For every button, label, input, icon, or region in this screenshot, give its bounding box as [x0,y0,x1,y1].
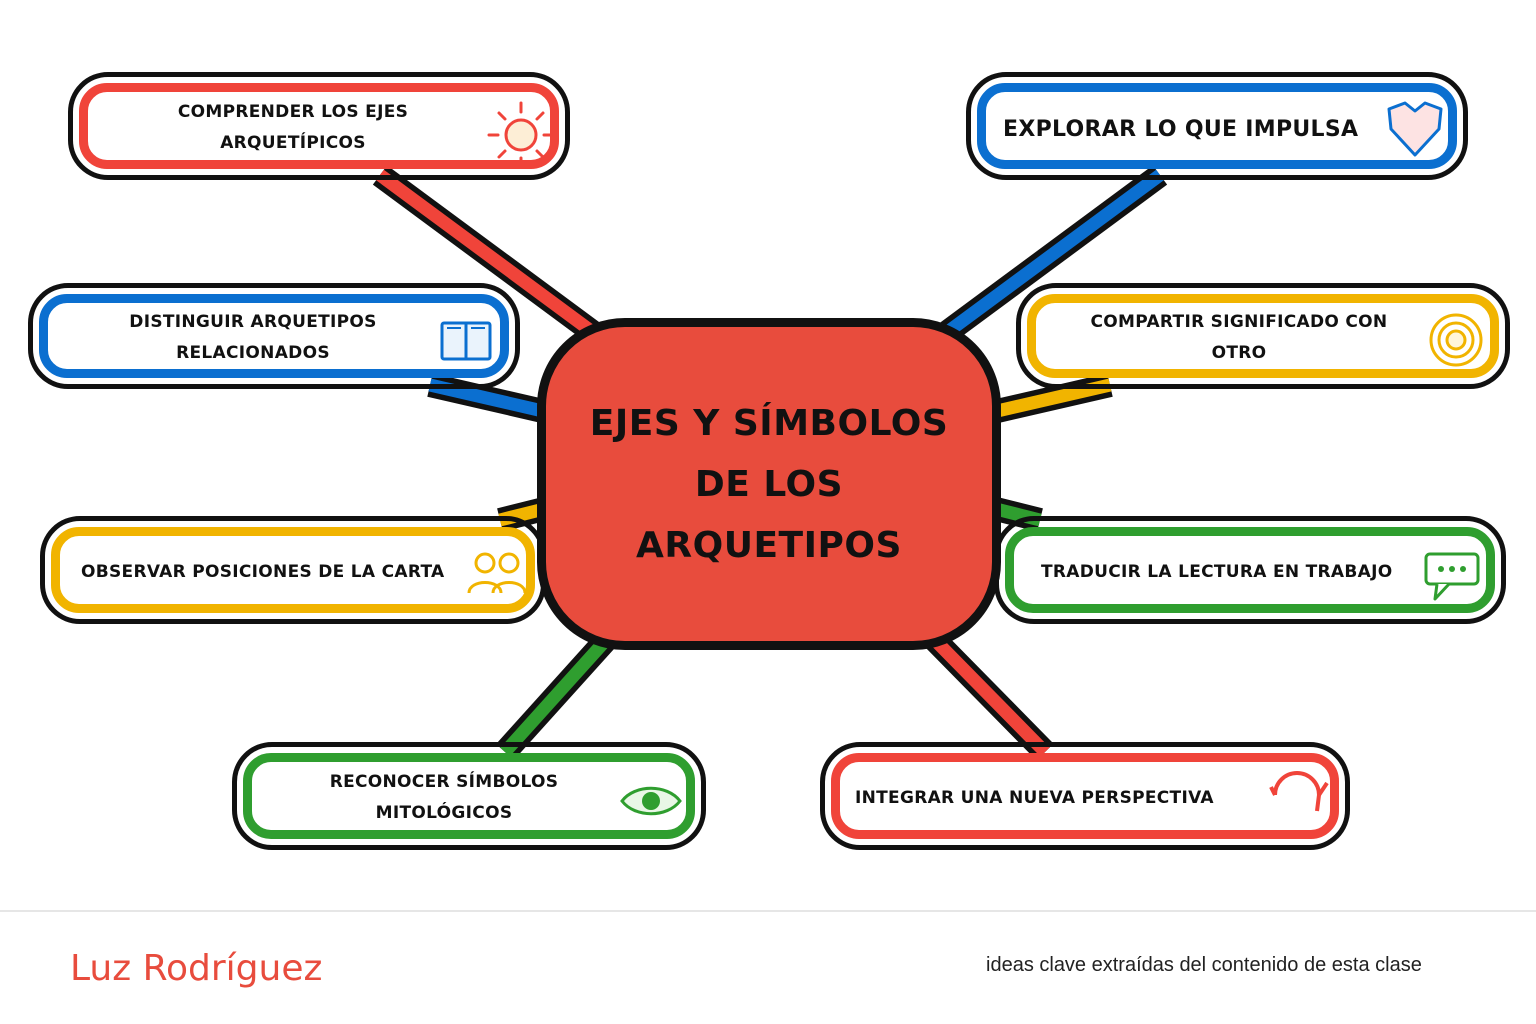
footer-tagline: ideas clave extraídas del contenido de e… [986,954,1422,976]
node-traducir-lectura: TRADUCIR LA LECTURA EN TRABAJO [994,516,1506,624]
node-label: TRADUCIR LA LECTURA EN TRABAJO [1041,562,1393,582]
author-name: Luz Rodríguez [70,948,323,989]
node-label: EXPLORAR LO QUE IMPULSA [1003,117,1359,142]
target-icon [1429,313,1483,367]
eye-icon [620,786,682,816]
footer-divider [0,910,1536,912]
node-label: DISTINGUIR ARQUETIPOS RELACIONADOS [129,312,377,363]
node-compartir-significado: COMPARTIR SIGNIFICADO CON OTRO [1016,283,1510,389]
sun-icon [487,101,555,169]
refresh-icon [1269,771,1329,812]
people-icon [467,552,527,594]
node-label: INTEGRAR UNA NUEVA PERSPECTIVA [855,788,1214,808]
node-reconocer-simbolos: RECONOCER SÍMBOLOS MITOLÓGICOS [232,742,706,850]
book-icon [440,321,492,361]
node-comprender-ejes: COMPRENDER LOS EJES ARQUETÍPICOS [68,72,570,180]
heart-icon [1387,101,1443,157]
central-topic-title: EJES Y SÍMBOLOS DE LOS ARQUETIPOS [589,402,949,566]
node-integrar-perspectiva: INTEGRAR UNA NUEVA PERSPECTIVA [820,742,1350,850]
node-observar-posiciones: OBSERVAR POSICIONES DE LA CARTA [40,516,546,624]
central-topic-node: EJES Y SÍMBOLOS DE LOS ARQUETIPOS [537,318,1001,650]
node-label: RECONOCER SÍMBOLOS MITOLÓGICOS [329,772,559,823]
node-explorar-impulsa: EXPLORAR LO QUE IMPULSA [966,72,1468,180]
node-label: COMPRENDER LOS EJES ARQUETÍPICOS [177,102,409,153]
node-label: OBSERVAR POSICIONES DE LA CARTA [81,562,445,582]
node-distinguir-arquetipos: DISTINGUIR ARQUETIPOS RELACIONADOS [28,283,520,389]
chat-bubble-icon [1424,552,1480,601]
node-label: COMPARTIR SIGNIFICADO CON OTRO [1090,312,1388,363]
